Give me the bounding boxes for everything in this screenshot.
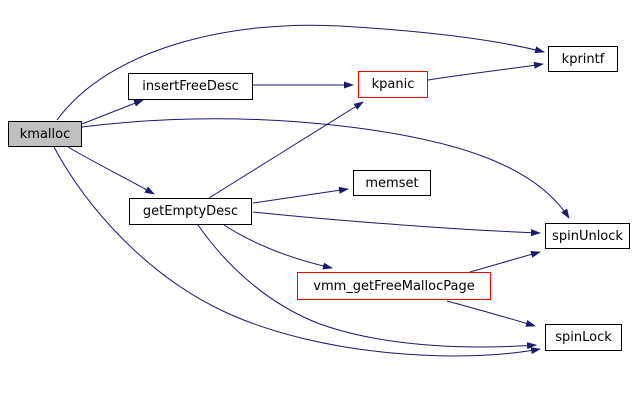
edge-getEmptyDesc-spinUnlock <box>252 211 541 237</box>
node-kmalloc-label: kmalloc <box>19 126 71 142</box>
node-kprintf-label: kprintf <box>561 51 605 67</box>
node-vmm_getFreeMallocPage[interactable]: vmm_getFreeMallocPage <box>297 272 491 300</box>
node-spinLock-label: spinLock <box>555 330 612 345</box>
node-memset[interactable]: memset <box>353 170 431 196</box>
node-kpanic[interactable]: kpanic <box>358 71 428 98</box>
node-getEmptyDesc[interactable]: getEmptyDesc <box>129 198 252 225</box>
node-spinLock[interactable]: spinLock <box>545 324 622 351</box>
node-kmalloc: kmalloc <box>8 121 82 147</box>
node-getEmptyDesc-label: getEmptyDesc <box>142 204 239 219</box>
node-spinUnlock-label: spinUnlock <box>552 228 623 244</box>
node-vmm_getFreeMallocPage-label: vmm_getFreeMallocPage <box>313 278 475 294</box>
edge-kmalloc-kprintf <box>56 24 545 121</box>
node-kpanic-label: kpanic <box>371 77 415 92</box>
node-insertFreeDesc[interactable]: insertFreeDesc <box>128 73 253 100</box>
edge-getEmptyDesc-kpanic <box>208 101 364 199</box>
edge-vmm_getFreeMallocPage-spinLock <box>446 300 536 327</box>
node-kprintf[interactable]: kprintf <box>548 46 618 72</box>
edge-kmalloc-spinLock <box>53 146 541 357</box>
edge-kpanic-kprintf <box>427 61 544 81</box>
node-memset-label: memset <box>365 175 419 191</box>
node-spinUnlock[interactable]: spinUnlock <box>545 223 630 249</box>
edge-getEmptyDesc-vmm_getFreeMallocPage <box>223 224 333 270</box>
edge-kmalloc-getEmptyDesc <box>67 146 155 195</box>
node-insertFreeDesc-label: insertFreeDesc <box>142 79 239 94</box>
edge-getEmptyDesc-memset <box>252 186 349 204</box>
edge-kmalloc-spinUnlock <box>81 118 570 219</box>
edge-vmm_getFreeMallocPage-spinUnlock <box>469 250 541 273</box>
edge-getEmptyDesc-spinLock <box>197 224 537 350</box>
edge-kmalloc-insertFreeDesc <box>81 99 144 125</box>
